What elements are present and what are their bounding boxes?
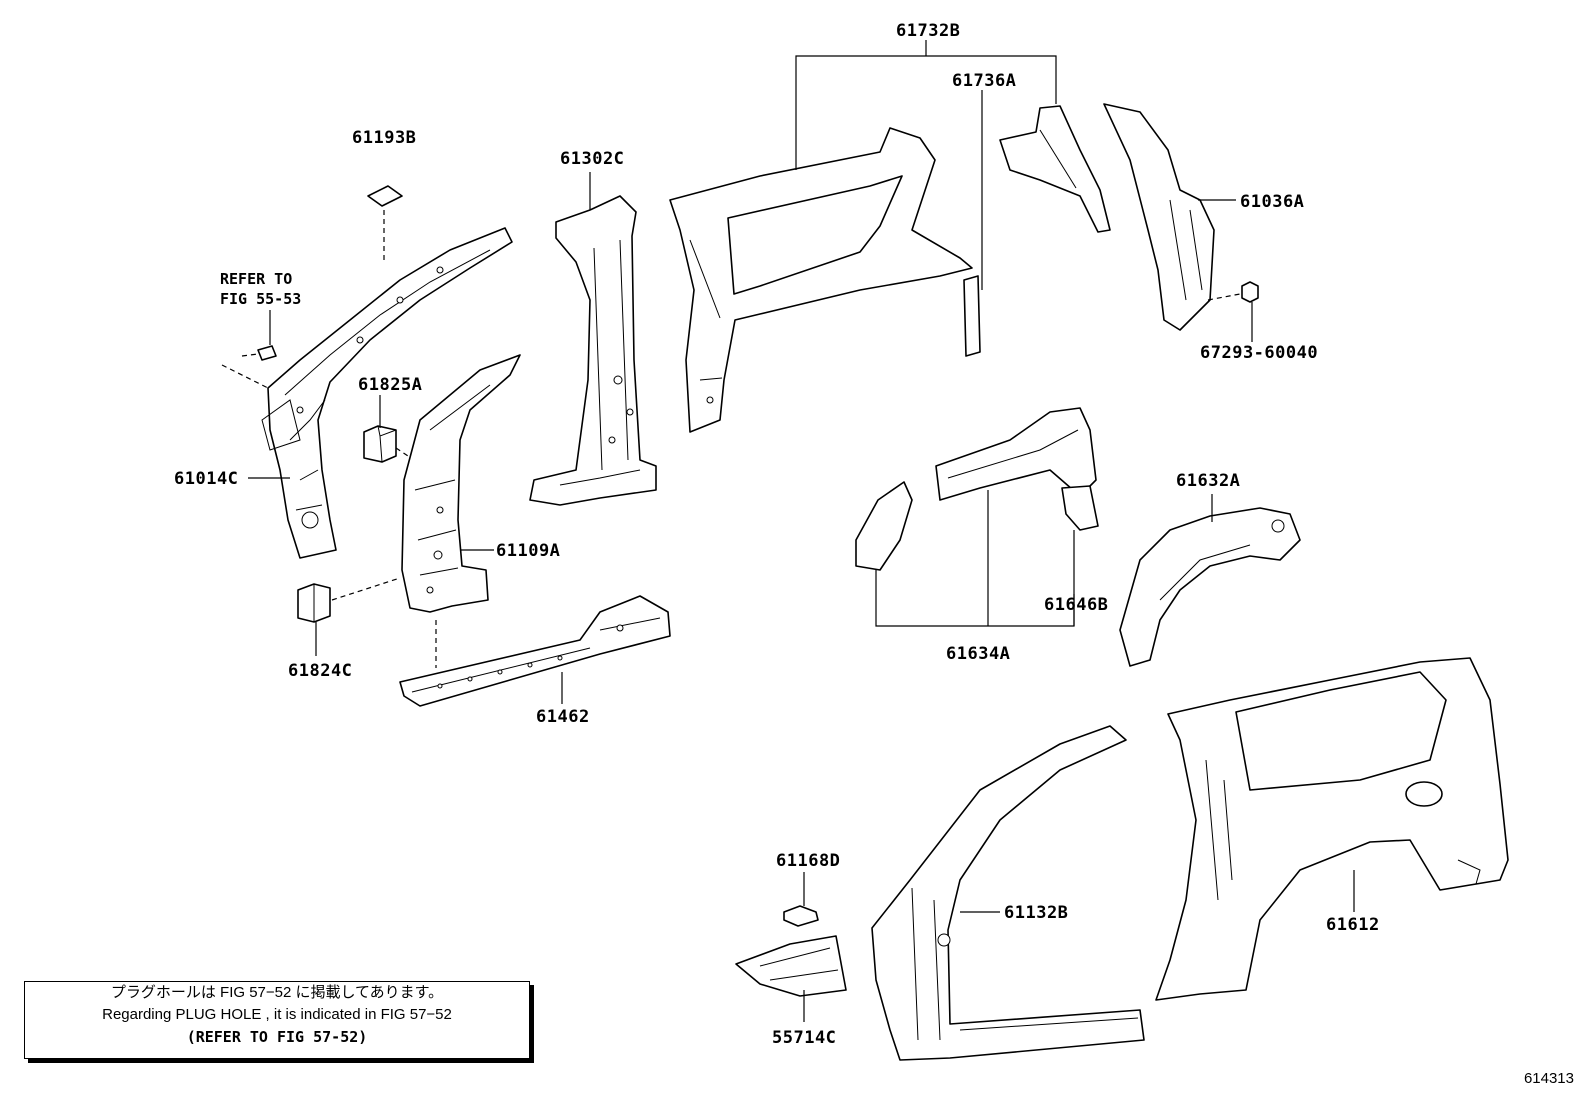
label-61302c: 61302C xyxy=(560,149,624,169)
refer-note-line2: FIG 55-53 xyxy=(220,290,301,308)
part-67293-60040-drawing xyxy=(1241,281,1259,303)
part-61014c-drawing xyxy=(261,227,513,559)
plug-hole-note: プラグホールは FIG 57−52 に掲載してあります。 Regarding P… xyxy=(24,981,530,1059)
label-67293-60040: 67293-60040 xyxy=(1200,343,1318,363)
note-line-reference: (REFER TO FIG 57-52) xyxy=(186,1028,368,1046)
leader-61634a xyxy=(875,490,1075,627)
label-61193b: 61193B xyxy=(352,128,416,148)
refer-note-line1: REFER TO xyxy=(220,270,292,288)
note-line-japanese: プラグホールは FIG 57−52 に掲載してあります。 xyxy=(110,984,444,1001)
part-61302c-drawing xyxy=(529,195,657,506)
part-61732b-upper-drawing xyxy=(999,105,1111,233)
part-61732b-drawing xyxy=(669,127,973,433)
label-61824c: 61824C xyxy=(288,661,352,681)
label-61632a: 61632A xyxy=(1176,471,1240,491)
bolt-drawing xyxy=(221,310,277,389)
label-61732b: 61732B xyxy=(896,21,960,41)
label-61014c: 61014C xyxy=(174,469,238,489)
part-61132b-drawing xyxy=(871,725,1145,1061)
label-61736a: 61736A xyxy=(952,71,1016,91)
label-61109a: 61109A xyxy=(496,541,560,561)
part-61109a-drawing xyxy=(401,354,521,613)
part-61036a-drawing xyxy=(1103,103,1215,331)
label-61462: 61462 xyxy=(536,707,590,727)
part-61168d-drawing xyxy=(783,905,819,927)
label-61036a: 61036A xyxy=(1240,192,1304,212)
label-61612: 61612 xyxy=(1326,915,1380,935)
part-55714c-drawing xyxy=(735,935,847,997)
part-61736a-drawing xyxy=(963,275,981,357)
label-61132b: 61132B xyxy=(1004,903,1068,923)
label-61646b: 61646B xyxy=(1044,595,1108,615)
part-61462-drawing xyxy=(399,595,671,707)
part-61612-drawing xyxy=(1155,657,1509,1001)
label-55714c: 55714C xyxy=(772,1028,836,1048)
label-61634a: 61634A xyxy=(946,644,1010,664)
part-61632a-drawing xyxy=(1119,507,1301,667)
part-61193b-drawing xyxy=(367,185,403,207)
part-61634a-drawing xyxy=(855,407,1099,571)
label-61825a: 61825A xyxy=(358,375,422,395)
note-line-english: Regarding PLUG HOLE , it is indicated in… xyxy=(102,1006,452,1023)
figure-number: 614313 xyxy=(1523,1070,1574,1087)
label-61168d: 61168D xyxy=(776,851,840,871)
